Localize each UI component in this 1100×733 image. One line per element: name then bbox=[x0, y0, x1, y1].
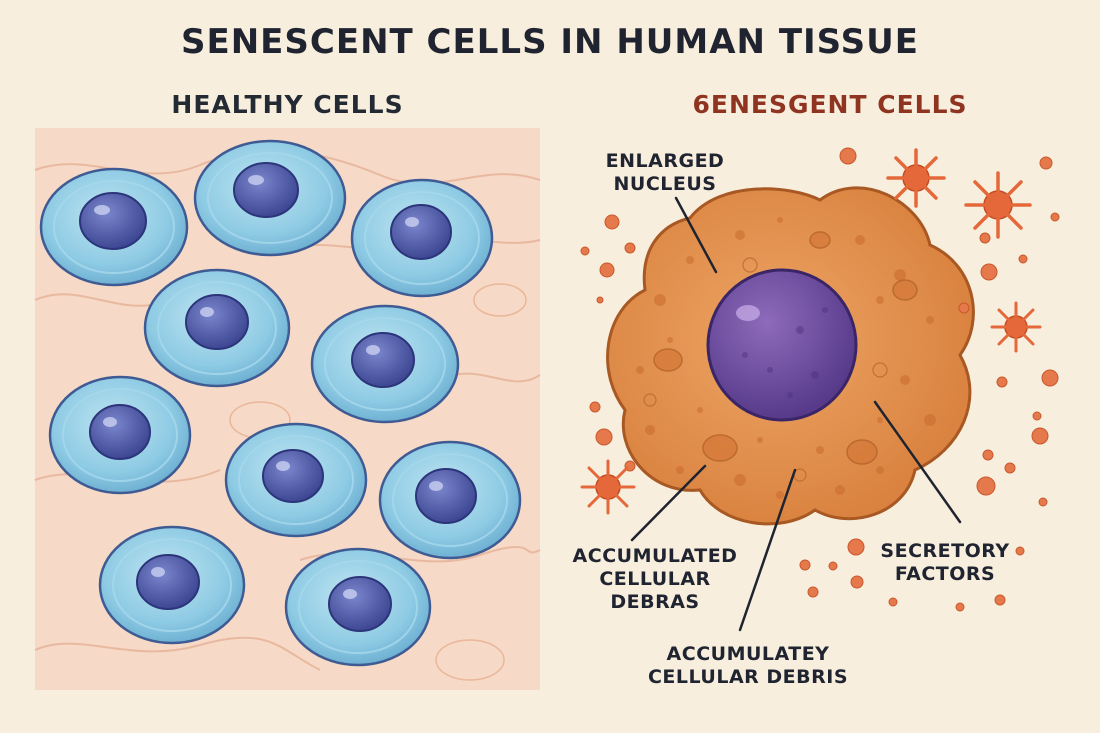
enlarged-nucleus-label: ENLARGED NUCLEUS bbox=[605, 150, 725, 195]
healthy-cell bbox=[48, 375, 192, 495]
secretory-factors-leader bbox=[873, 400, 962, 524]
healthy-cells-heading: HEALTHY CELLS bbox=[171, 90, 404, 119]
secretory-factors-label: SECRETORY FACTORS bbox=[880, 540, 1010, 585]
accumulated-debras-leader bbox=[630, 464, 707, 542]
enlarged-nucleus-leader bbox=[674, 196, 718, 274]
healthy-cell bbox=[39, 167, 189, 287]
secretory-factor bbox=[580, 459, 636, 515]
accumulatey-cellular-debris-label: ACCUMULATEY CELLULAR DEBRIS bbox=[647, 643, 849, 688]
senescent-cells-heading: 6ENESGENT CELLS bbox=[692, 90, 968, 119]
healthy-cell bbox=[378, 440, 522, 560]
accumulated-cellular-debras-label: ACCUMULATED CELLULAR DEBRAS bbox=[572, 545, 738, 613]
healthy-cell bbox=[193, 139, 347, 257]
secretory-factor bbox=[990, 301, 1042, 353]
healthy-cell bbox=[143, 268, 291, 388]
enlarged-nucleus bbox=[706, 268, 858, 422]
healthy-cell bbox=[224, 422, 368, 538]
diagram-title: SENESCENT CELLS IN HUMAN TISSUE bbox=[181, 22, 919, 62]
secretory-factor bbox=[964, 171, 1032, 239]
healthy-cell bbox=[350, 178, 494, 298]
secretory-factor bbox=[886, 148, 946, 208]
healthy-cell bbox=[284, 547, 432, 667]
healthy-cell bbox=[310, 304, 460, 424]
secretory-particles bbox=[580, 147, 1060, 612]
accumulatey-debris-leader bbox=[738, 468, 797, 632]
healthy-cell bbox=[98, 525, 246, 645]
